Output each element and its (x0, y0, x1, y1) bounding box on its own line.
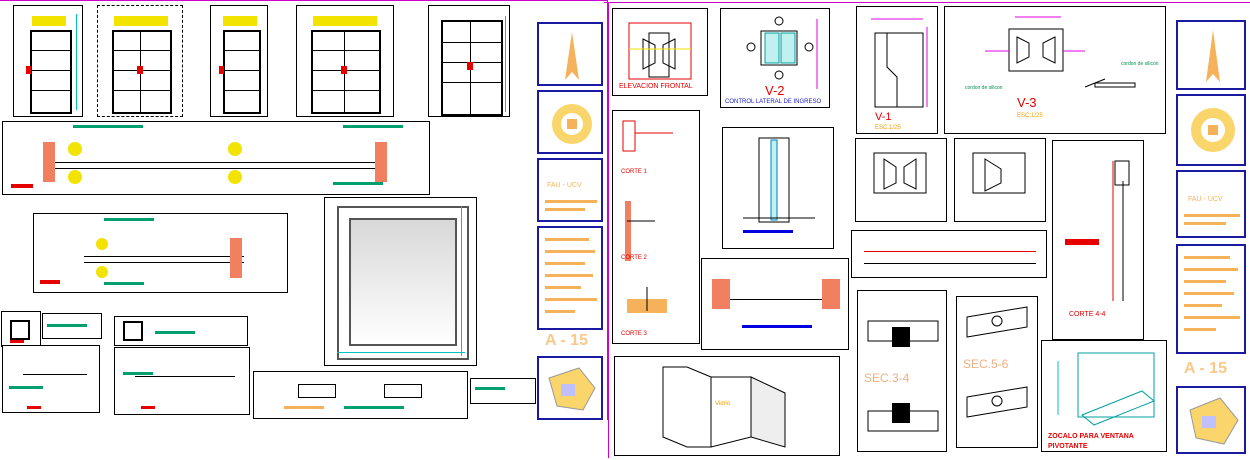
cortes-panel: CORTE 1 CORTE 2 CORTE 3 (612, 110, 700, 344)
v2-panel: V-2 CONTROL LATERAL DE INGRESO (720, 8, 830, 108)
sheet2-border-top (604, 2, 1250, 3)
sec56-panel: SEC.5-6 (956, 296, 1038, 448)
firm-name: FAU - UCV (547, 182, 582, 189)
long-section-panel (851, 230, 1047, 278)
zocalo-panel: ZOCALO PARA VENTANA PIVOTANTE (1041, 340, 1167, 452)
sheet-right: ELEVACION FRONTAL V-2 CONTROL LATERAL DE… (604, 0, 1250, 460)
door-elevation-1 (13, 5, 83, 117)
sheet2-border-left (608, 2, 609, 458)
corte44-panel: CORTE 4-4 (1052, 140, 1144, 340)
v3-panel: cordon de silicon cordon de silicon V-3 … (944, 6, 1166, 134)
sheet-border-right (607, 0, 608, 420)
vidrio-label: Vidrio (715, 401, 731, 407)
sheet-left: FAU - UCV A - 15 (0, 0, 608, 460)
window-section-1 (855, 138, 947, 222)
detail-small-2 (42, 313, 102, 339)
detail-wide-section (253, 371, 468, 419)
v1-scale: ESC:1/25 (875, 125, 901, 131)
corte3-label: CORTE 3 (621, 331, 647, 337)
firm-box: FAU - UCV (537, 158, 603, 222)
sheet-border-top (0, 0, 608, 1)
key-plan-icon-2 (1189, 397, 1239, 445)
door-elevation-5 (428, 5, 510, 117)
north-arrow-icon (565, 32, 579, 80)
door-section-plan-1 (2, 121, 430, 195)
north-box-2 (1176, 20, 1246, 90)
zocalo-label-1: ZOCALO PARA VENTANA (1048, 433, 1134, 440)
cordon-silicon-label: cordon de silicon (1121, 61, 1159, 67)
detail-small-4 (114, 316, 248, 346)
keyplan-box-2 (1176, 386, 1246, 454)
door-elevation-3 (210, 5, 268, 117)
firm-name-2: FAU - UCV (1188, 196, 1223, 203)
sec56-label: SEC.5-6 (963, 357, 1009, 371)
notes-box-2 (1176, 244, 1246, 354)
door-elevation-2 (97, 5, 183, 117)
isometric-window-panel: Vidrio (614, 356, 840, 456)
north-arrow-icon-2 (1206, 30, 1220, 82)
elevacion-frontal-panel: ELEVACION FRONTAL (612, 8, 708, 96)
v1-title: V-1 (875, 111, 892, 123)
key-plan-icon (548, 367, 596, 411)
horizontal-detail-panel (701, 258, 849, 350)
university-seal-icon (552, 104, 592, 144)
firm-box-2: FAU - UCV (1176, 170, 1246, 238)
v1-panel: V-1 ESC:1/25 (856, 6, 938, 134)
corte44-label: CORTE 4-4 (1069, 311, 1106, 318)
sheet-number-2: A - 15 (1184, 360, 1227, 377)
cordon-silicon-label-2: cordon de silicon (965, 85, 1003, 91)
sec34-panel: SEC.3-4 (857, 290, 947, 452)
window-elevation (324, 197, 477, 366)
detail-small-1 (1, 311, 41, 347)
v2-title: V-2 (765, 83, 785, 98)
detail-small-5 (114, 347, 250, 415)
vertical-detail-panel (722, 127, 834, 249)
v2-subtitle: CONTROL LATERAL DE INGRESO (725, 99, 822, 105)
corte2-label: CORTE 2 (621, 255, 647, 261)
north-box (537, 22, 603, 86)
door-elevation-4 (296, 5, 394, 117)
v3-scale: ESC:1/25 (1017, 113, 1043, 119)
logo-box (537, 90, 603, 154)
corte1-label: CORTE 1 (621, 169, 647, 175)
window-section-2 (954, 138, 1046, 222)
keyplan-box (537, 356, 603, 420)
v3-title: V-3 (1017, 95, 1037, 110)
elevacion-frontal-label: ELEVACION FRONTAL (619, 83, 693, 90)
zocalo-label-2: PIVOTANTE (1048, 443, 1088, 450)
detail-small-3 (2, 345, 100, 413)
notes-box (537, 226, 603, 330)
sec34-label: SEC.3-4 (864, 371, 910, 385)
logo-box-2 (1176, 94, 1246, 166)
door-section-plan-2 (33, 213, 288, 293)
university-seal-icon-2 (1191, 108, 1235, 152)
title-block-left: FAU - UCV A - 15 (537, 22, 603, 422)
sheet-number: A - 15 (545, 332, 588, 349)
title-block-right: FAU - UCV A - 15 (1176, 20, 1246, 458)
detail-handle (470, 378, 536, 404)
